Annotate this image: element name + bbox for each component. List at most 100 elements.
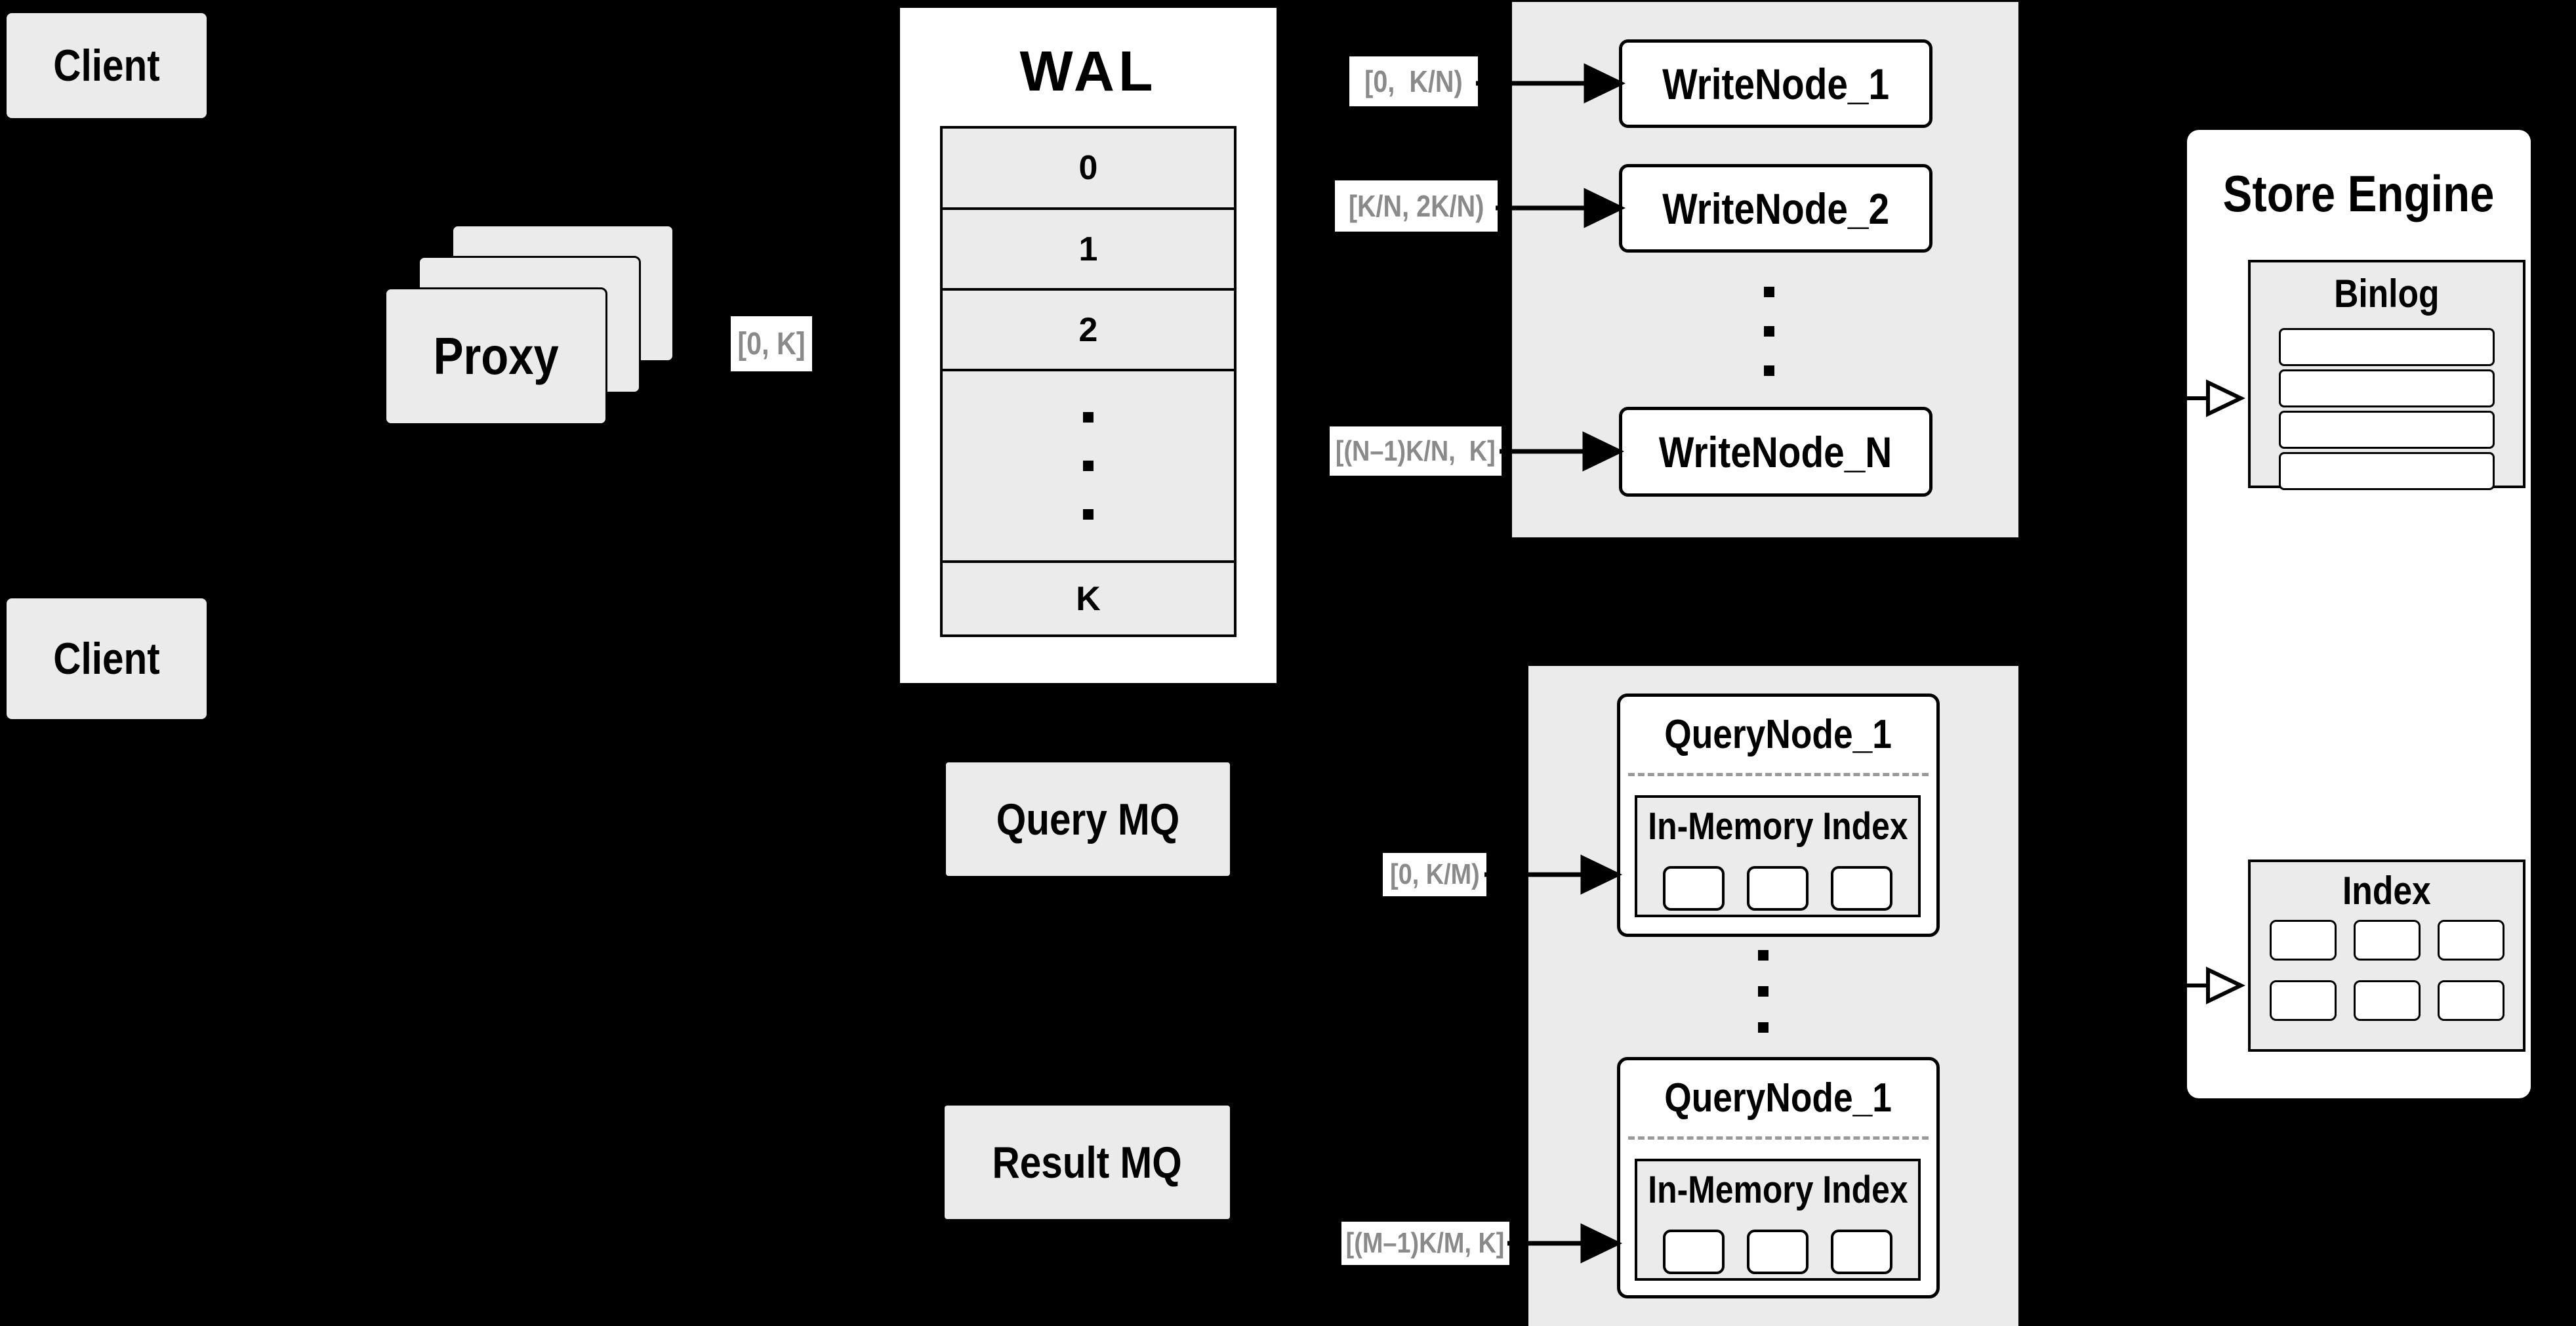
wal-row-k: K: [943, 563, 1234, 634]
query-node-bottom-title: QueryNode_1: [1620, 1075, 1936, 1121]
wal-row-2: 2: [943, 291, 1234, 371]
client-top-label: Client: [53, 41, 160, 91]
in-memory-index-top-title-label: In-Memory Index: [1647, 804, 1908, 848]
ellipsis-dot: [1083, 509, 1094, 520]
index-box: Index: [2248, 860, 2525, 1052]
binlog-rows: [2251, 328, 2523, 490]
write-node-1: WriteNode_1: [1619, 39, 1932, 128]
ellipsis-dot: [1758, 1022, 1768, 1033]
store-engine-title-label: Store Engine: [2223, 164, 2495, 222]
range-chip-query-1-label: [0, K/M): [1389, 858, 1480, 890]
index-grid-row: [2269, 980, 2504, 1021]
query-node-bottom-title-label: QueryNode_1: [1664, 1075, 1892, 1121]
index-grid: [2251, 920, 2523, 1021]
arrowhead-write-n: [1582, 431, 1625, 472]
ellipsis-dot: [1764, 365, 1774, 376]
write-node-n-label: WriteNode_N: [1659, 427, 1892, 476]
segment-box: [1663, 866, 1725, 911]
range-chip-write-1-label: [0, K/N): [1364, 64, 1463, 98]
index-segment: [2353, 920, 2421, 961]
binlog-title-label: Binlog: [2334, 271, 2440, 316]
segment-box: [1831, 866, 1892, 911]
store-engine-title: Store Engine: [2187, 164, 2531, 223]
ellipsis-dot: [1758, 950, 1768, 961]
range-chip-write-2: [K/N, 2K/N): [1335, 180, 1498, 232]
query-mq-box: Query MQ: [946, 762, 1230, 876]
write-nodes-ellipsis: [1764, 287, 1774, 376]
arrowhead-query-m: [1580, 1223, 1623, 1264]
in-memory-segments-bottom: [1637, 1230, 1918, 1274]
result-mq-label: Result MQ: [992, 1137, 1183, 1188]
wal-table: 0 1 2 K: [940, 126, 1237, 637]
index-grid-row: [2269, 920, 2504, 961]
range-chip-query-1: [0, K/M): [1383, 853, 1486, 896]
range-chip-query-m-label: [(M–1)K/M, K]: [1346, 1227, 1505, 1259]
ellipsis-dot: [1758, 986, 1768, 997]
write-node-2: WriteNode_2: [1619, 164, 1932, 253]
arrowhead-write-1: [1584, 63, 1626, 104]
arrowhead-binlog-open: [2206, 379, 2245, 417]
range-chip-proxy-out: [0, K]: [731, 316, 812, 371]
ellipsis-dot: [1764, 326, 1774, 337]
client-top-box: Client: [7, 13, 207, 118]
in-memory-index-top: In-Memory Index: [1635, 795, 1921, 917]
range-chip-write-1: [0, K/N): [1349, 56, 1478, 106]
in-memory-index-bottom-title: In-Memory Index: [1637, 1168, 1918, 1211]
in-memory-index-bottom-title-label: In-Memory Index: [1647, 1168, 1908, 1211]
segment-box: [1747, 1230, 1809, 1274]
ellipsis-dot: [1083, 461, 1094, 471]
query-node-top-divider: [1628, 773, 1929, 776]
ellipsis-dot: [1764, 287, 1774, 297]
in-memory-segments-top: [1637, 866, 1918, 911]
range-chip-write-2-label: [K/N, 2K/N): [1348, 189, 1484, 223]
range-chip-write-n: [(N–1)K/N, K]: [1330, 426, 1502, 476]
in-memory-index-bottom: In-Memory Index: [1635, 1159, 1921, 1281]
range-chip-query-m: [(M–1)K/M, K]: [1341, 1222, 1509, 1265]
client-bottom-label: Client: [53, 634, 160, 684]
binlog-row: [2279, 411, 2495, 449]
segment-box: [1831, 1230, 1892, 1274]
client-bottom-box: Client: [7, 598, 207, 719]
query-node-top: QueryNode_1 In-Memory Index: [1617, 694, 1940, 937]
result-mq-box: Result MQ: [945, 1106, 1230, 1219]
range-chip-proxy-out-label: [0, K]: [737, 326, 806, 362]
query-node-top-title-label: QueryNode_1: [1664, 711, 1892, 757]
proxy-label: Proxy: [433, 327, 559, 385]
proxy-card-front: Proxy: [384, 287, 607, 425]
arrowhead-index-open: [2206, 966, 2245, 1005]
index-segment: [2437, 920, 2504, 961]
arrowhead-write-2: [1584, 188, 1626, 228]
write-node-1-label: WriteNode_1: [1662, 59, 1889, 108]
query-nodes-ellipsis: [1758, 950, 1768, 1033]
index-title-label: Index: [2342, 868, 2431, 913]
arrowhead-query-1: [1580, 854, 1623, 895]
write-node-2-label: WriteNode_2: [1662, 184, 1889, 233]
query-node-bottom: QueryNode_1 In-Memory Index: [1617, 1057, 1940, 1298]
query-node-bottom-divider: [1628, 1136, 1929, 1140]
segment-box: [1747, 866, 1809, 911]
binlog-row: [2279, 328, 2495, 366]
binlog-box: Binlog: [2248, 260, 2525, 490]
index-segment: [2269, 980, 2337, 1021]
wal-row-ellipsis: [943, 371, 1234, 563]
wal-row-1: 1: [943, 210, 1234, 291]
wal-box: WAL 0 1 2 K: [897, 5, 1279, 686]
wal-row-0: 0: [943, 129, 1234, 210]
index-segment: [2269, 920, 2337, 961]
in-memory-index-top-title: In-Memory Index: [1637, 804, 1918, 848]
ellipsis-dot: [1083, 412, 1094, 423]
query-node-top-title: QueryNode_1: [1620, 711, 1936, 757]
index-segment: [2437, 980, 2504, 1021]
write-node-n: WriteNode_N: [1619, 407, 1932, 497]
binlog-row: [2279, 369, 2495, 407]
store-engine-box: Store Engine Binlog Index: [2187, 130, 2531, 1098]
binlog-row: [2279, 452, 2495, 490]
range-chip-write-n-label: [(N–1)K/N, K]: [1336, 434, 1496, 467]
query-mq-label: Query MQ: [996, 794, 1180, 844]
segment-box: [1663, 1230, 1725, 1274]
index-segment: [2353, 980, 2421, 1021]
index-title: Index: [2251, 868, 2523, 913]
binlog-title: Binlog: [2251, 271, 2523, 316]
